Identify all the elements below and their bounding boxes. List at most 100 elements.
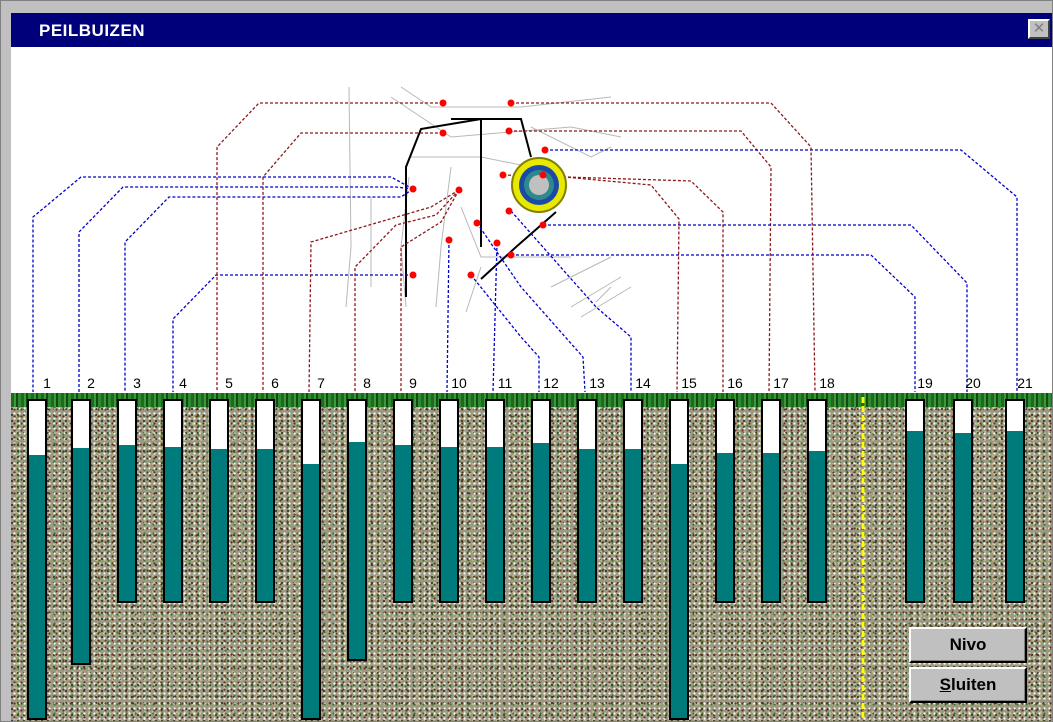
connection-line-6	[262, 132, 443, 392]
location-marker-12	[445, 236, 453, 244]
water-level-8	[349, 442, 365, 659]
water-level-10	[441, 447, 457, 601]
connection-line-20	[511, 254, 916, 392]
location-marker-13	[493, 239, 501, 247]
water-level-16	[717, 453, 733, 601]
piezometer-tube-4[interactable]	[163, 399, 183, 603]
tube-label-2: 2	[87, 375, 95, 391]
water-level-17	[763, 453, 779, 601]
piezometer-tube-16[interactable]	[715, 399, 735, 603]
water-level-18	[809, 451, 825, 601]
piezometer-tube-11[interactable]	[485, 399, 505, 603]
location-marker-2	[507, 99, 515, 107]
tube-label-21: 21	[1017, 375, 1033, 391]
location-marker-3	[439, 129, 447, 137]
sluiten-button[interactable]: Sluiten	[909, 667, 1027, 703]
water-level-20	[955, 433, 971, 601]
window-title: PEILBUIZEN	[39, 21, 146, 40]
piezometer-tube-10[interactable]	[439, 399, 459, 603]
tube-label-6: 6	[271, 375, 279, 391]
tube-label-15: 15	[681, 375, 697, 391]
connection-line-17	[502, 174, 724, 392]
connection-line-10	[446, 239, 450, 393]
window-top-border	[1, 1, 1052, 13]
connection-line-3	[124, 188, 414, 392]
connection-line-5	[216, 102, 443, 392]
water-level-7	[303, 464, 319, 718]
site-outline-lines	[345, 86, 632, 318]
piezometer-tube-9[interactable]	[393, 399, 413, 603]
water-level-1	[29, 455, 45, 718]
piezometer-tube-7[interactable]	[301, 399, 321, 720]
sluiten-label: luiten	[951, 675, 997, 694]
connection-lines	[32, 102, 1018, 393]
piezometer-tube-21[interactable]	[1005, 399, 1025, 603]
location-marker-8	[499, 171, 507, 179]
piezometer-tube-18[interactable]	[807, 399, 827, 603]
connection-line-9	[400, 189, 460, 392]
tube-label-4: 4	[179, 375, 187, 391]
nivo-button[interactable]: Nivo	[909, 627, 1027, 663]
tube-label-19: 19	[917, 375, 933, 391]
water-level-2	[73, 448, 89, 663]
tube-label-14: 14	[635, 375, 651, 391]
piezometer-tube-20[interactable]	[953, 399, 973, 603]
water-level-5	[211, 449, 227, 601]
connection-line-13	[476, 222, 586, 393]
piezometer-tube-6[interactable]	[255, 399, 275, 603]
well-icon	[511, 157, 567, 213]
piezometer-tube-17[interactable]	[761, 399, 781, 603]
water-level-19	[907, 431, 923, 601]
water-level-3	[119, 445, 135, 601]
connection-line-8	[354, 189, 460, 392]
location-marker-14	[539, 221, 547, 229]
location-marker-6	[409, 185, 417, 193]
connection-line-4	[172, 274, 413, 392]
location-marker-4	[505, 127, 513, 135]
water-level-4	[165, 447, 181, 601]
piezometer-tube-5[interactable]	[209, 399, 229, 603]
tube-label-11: 11	[497, 375, 513, 391]
location-marker-17	[467, 271, 475, 279]
piezometer-tube-8[interactable]	[347, 399, 367, 661]
tube-label-12: 12	[543, 375, 559, 391]
tube-label-9: 9	[409, 375, 417, 391]
piezometer-tube-19[interactable]	[905, 399, 925, 603]
piezometer-tube-1[interactable]	[27, 399, 47, 720]
piezometer-tube-3[interactable]	[117, 399, 137, 603]
tube-label-1: 1	[43, 375, 51, 391]
water-level-15	[671, 464, 687, 718]
tube-location-markers	[409, 99, 549, 279]
window-left-border	[1, 1, 11, 721]
tube-label-10: 10	[451, 375, 467, 391]
connection-line-1	[32, 176, 414, 392]
connection-line-14	[510, 210, 632, 392]
location-marker-16	[409, 271, 417, 279]
water-level-12	[533, 443, 549, 601]
piezometer-tube-15[interactable]	[669, 399, 689, 720]
tube-label-8: 8	[363, 375, 371, 391]
water-level-6	[257, 449, 273, 601]
location-marker-10	[505, 207, 513, 215]
tube-label-18: 18	[819, 375, 835, 391]
connection-line-2	[78, 186, 414, 392]
piezometer-tube-12[interactable]	[531, 399, 551, 603]
tube-label-5: 5	[225, 375, 233, 391]
location-marker-1	[439, 99, 447, 107]
water-level-9	[395, 445, 411, 601]
piezometer-tube-2[interactable]	[71, 399, 91, 665]
close-icon[interactable]: ✕	[1028, 19, 1050, 39]
connection-line-15	[511, 102, 816, 393]
connection-line-7	[308, 189, 460, 393]
connection-line-18	[545, 149, 1018, 392]
location-marker-15	[507, 251, 515, 259]
site-map	[32, 86, 1018, 393]
title-bar[interactable]: PEILBUIZEN ✕	[11, 13, 1052, 47]
piezometer-tube-13[interactable]	[577, 399, 597, 603]
water-level-14	[625, 449, 641, 601]
tube-label-16: 16	[727, 375, 743, 391]
piezometer-tube-14[interactable]	[623, 399, 643, 603]
location-marker-7	[455, 186, 463, 194]
